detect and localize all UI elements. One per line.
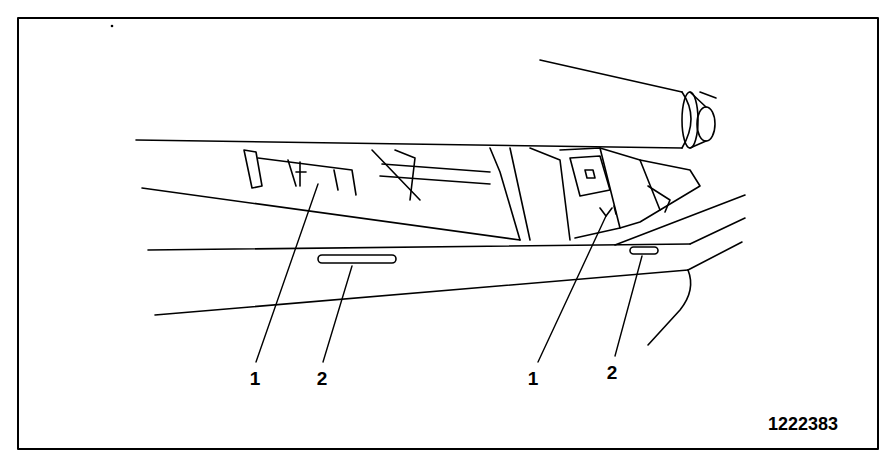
beam [142, 148, 745, 345]
tube [136, 60, 716, 148]
callout-number: 1 [249, 369, 262, 388]
leader-line [256, 184, 642, 362]
callout-number: 2 [316, 369, 329, 388]
figure-number: 1222383 [767, 415, 839, 433]
frame [18, 18, 878, 449]
slot [630, 247, 658, 254]
callout-number: 2 [606, 363, 619, 382]
stamped-mark [244, 150, 616, 216]
callout-number: 1 [527, 369, 540, 388]
slot [318, 255, 396, 263]
dot [111, 25, 114, 28]
